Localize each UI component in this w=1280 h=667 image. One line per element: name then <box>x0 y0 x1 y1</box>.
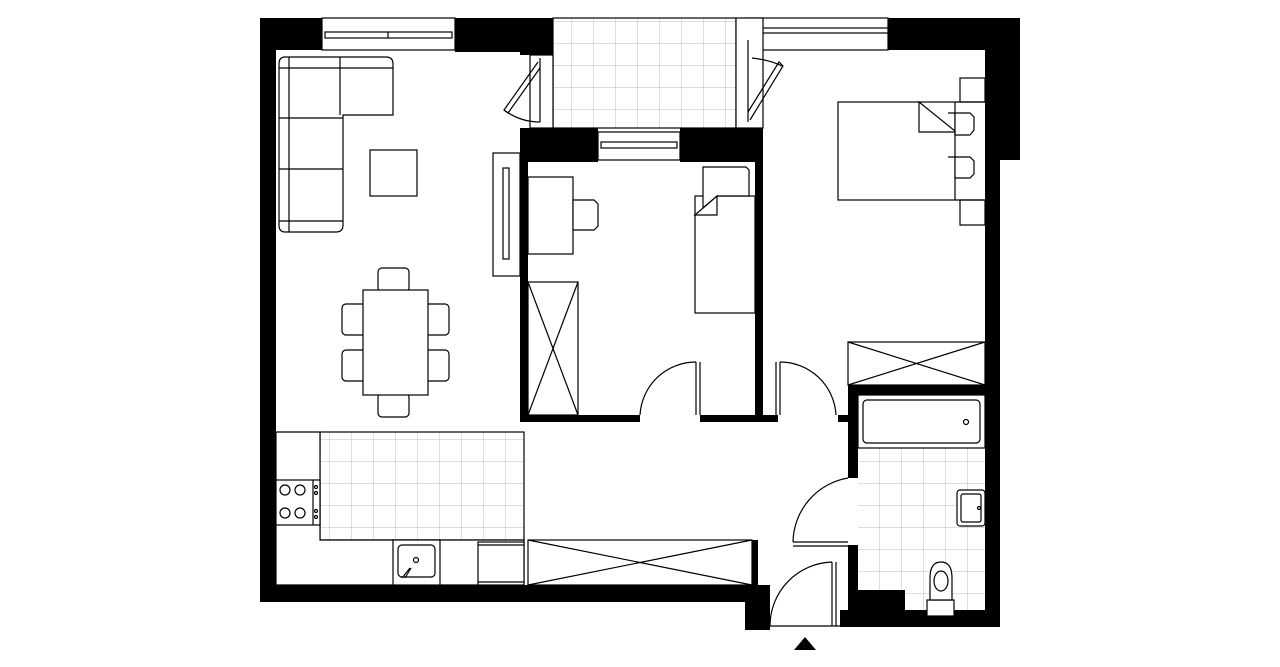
wall-bedroom1-left <box>520 128 528 422</box>
dining-set <box>341 267 450 418</box>
entrance-door[interactable] <box>769 561 840 627</box>
walls <box>260 18 1020 630</box>
kitchen-tiles <box>320 432 524 540</box>
dishwasher <box>477 541 525 586</box>
wall-top-mid-stub <box>520 50 553 55</box>
wall-bedroom1-bottom-right <box>700 415 763 422</box>
wardrobe-bedroom1 <box>527 281 579 416</box>
wall-bedroom1-bottom-left <box>520 415 640 422</box>
bathroom-sink <box>956 489 986 527</box>
double-bed <box>837 77 986 226</box>
wall-bottom-left <box>260 585 770 602</box>
coffee-table <box>369 149 418 197</box>
sofa <box>278 56 394 233</box>
wall-right <box>985 160 1000 627</box>
wall-bathroom-left-upper <box>848 385 858 478</box>
wall-bedroom1-top-left <box>520 128 598 162</box>
balcony-door-left[interactable] <box>503 54 554 129</box>
nightstand-bottom <box>959 199 986 226</box>
wall-right-upper <box>985 18 1020 160</box>
balcony-tiles <box>553 18 736 128</box>
entrance-arrow-icon <box>794 637 816 650</box>
wall-bathroom-top <box>848 385 990 395</box>
toilet <box>926 561 955 617</box>
wall-bedroom1-top-right <box>680 128 763 162</box>
door-bedroom2[interactable] <box>775 361 837 416</box>
wall-entrance-left <box>745 585 770 630</box>
bathroom-tiles <box>858 448 990 616</box>
bathtub <box>857 394 986 449</box>
wall-bedroom1-right <box>755 162 763 422</box>
wall-bedroom2-stub <box>763 415 778 422</box>
wall-bathroom-left-lower <box>848 545 858 627</box>
single-bed <box>693 166 756 314</box>
wall-left <box>260 18 276 602</box>
tv-cabinet <box>492 152 521 277</box>
window-bedroom2 <box>744 17 889 51</box>
door-bathroom[interactable] <box>792 477 849 547</box>
wardrobe-bedroom2 <box>847 341 986 386</box>
desk-chair <box>572 199 599 231</box>
stove-burners <box>279 484 319 520</box>
dining-table <box>362 289 429 396</box>
wall-top-mid <box>455 18 553 52</box>
balcony-door-right[interactable] <box>735 17 784 129</box>
hall-wardrobe <box>527 539 753 586</box>
desk <box>527 176 574 255</box>
nightstand-top <box>959 77 986 103</box>
wall-bedroom2-stub-right <box>838 415 848 422</box>
window-living <box>321 17 456 51</box>
window-bedroom1 <box>597 131 681 161</box>
wall-hall-wardrobe-end <box>752 540 758 588</box>
kitchen-counter <box>275 431 525 586</box>
door-bedroom1[interactable] <box>639 361 701 416</box>
